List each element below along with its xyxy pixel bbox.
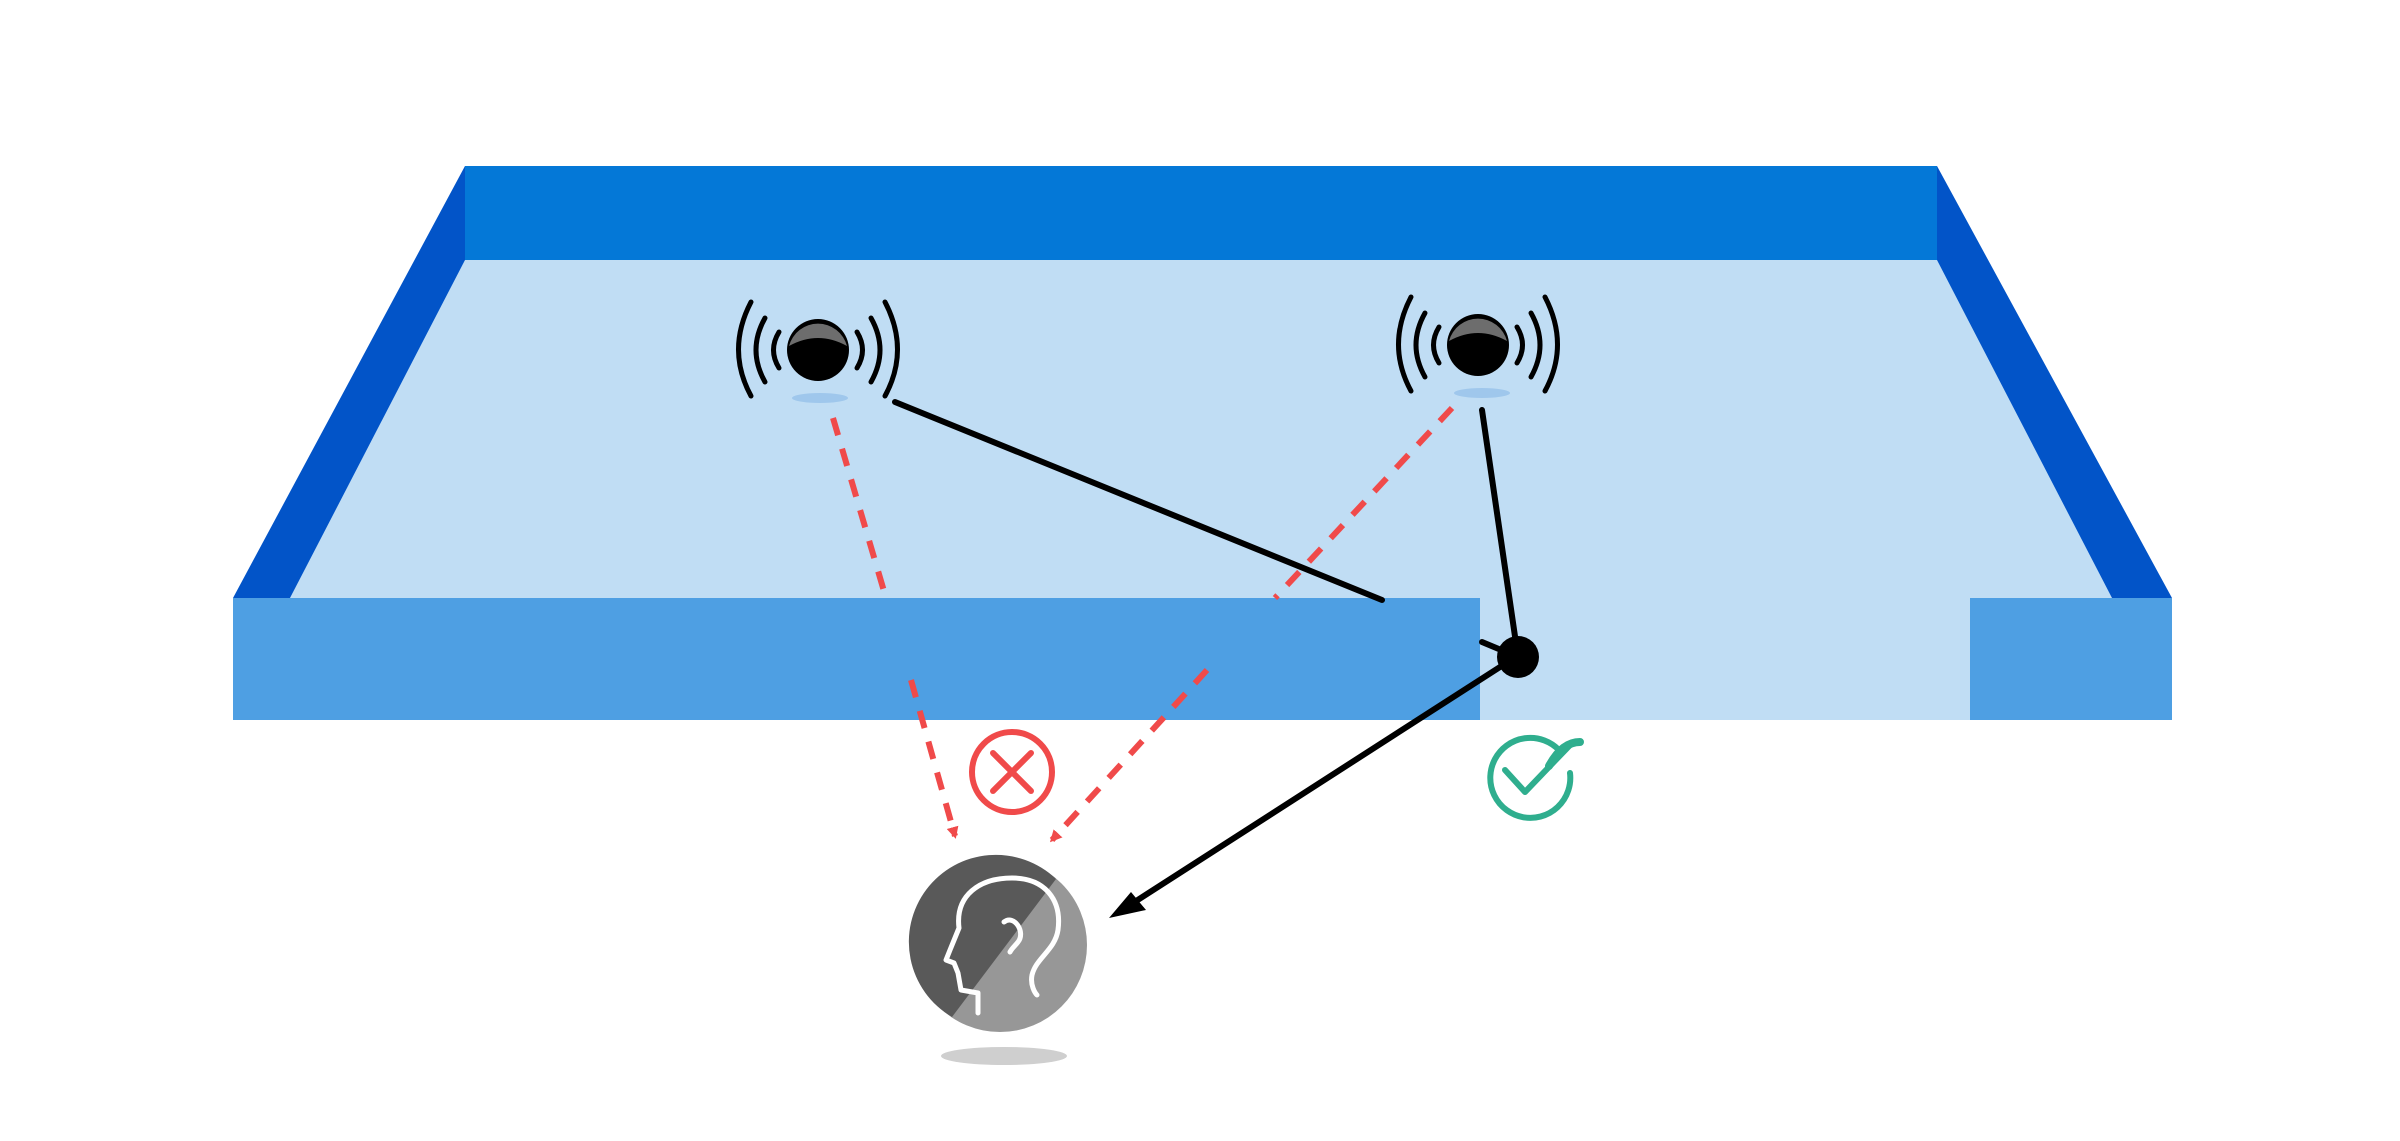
sound-source-right [1396, 294, 1560, 398]
speaker-highlight [789, 323, 847, 346]
room [233, 166, 2172, 720]
source-shadow [1454, 388, 1510, 398]
left-wall [233, 166, 465, 598]
left-source-direct-line-lower [908, 679, 959, 839]
blocked-paths [830, 405, 1455, 843]
reflection-to-listener-line [1130, 664, 1503, 906]
left-source-to-wall-line [892, 399, 1385, 603]
front-wall-left [233, 598, 1480, 720]
right-wall [1937, 166, 2172, 598]
floor [290, 258, 2112, 598]
x-circle-icon [969, 729, 1055, 815]
front-wall-right [1970, 598, 2172, 720]
reflected-paths [892, 399, 1521, 906]
right-source-to-reflection-line [1479, 407, 1521, 660]
sound-source-left [736, 299, 900, 403]
wall-opening [1480, 598, 1970, 720]
back-wall-top [465, 166, 1937, 260]
listener-dark-half [908, 854, 1056, 1017]
sound-waves-icon [1396, 294, 1560, 394]
head-outline-icon [943, 875, 1062, 1016]
source-shadow [792, 393, 848, 403]
sound-waves-icon [736, 299, 900, 399]
listener [908, 854, 1087, 1065]
right-source-direct-line-lower [1049, 667, 1210, 843]
check-circle-icon [1487, 734, 1584, 821]
reflected-arrowhead [1109, 892, 1146, 918]
reflection-point-dot [1497, 636, 1539, 678]
listener-shadow [941, 1047, 1067, 1065]
right-source-direct-line [1272, 405, 1455, 601]
speaker-highlight [1449, 318, 1507, 341]
